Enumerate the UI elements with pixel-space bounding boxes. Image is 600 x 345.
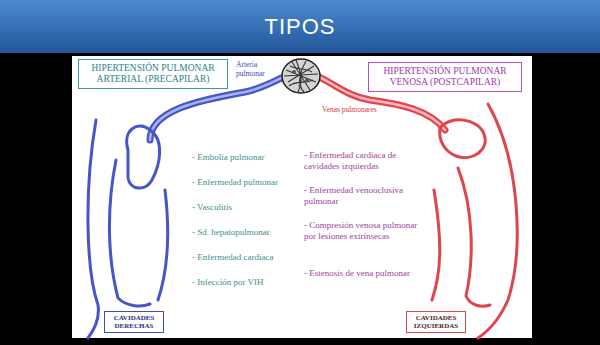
right-septum bbox=[158, 190, 168, 300]
cause-item: - Estenosis de vena pulmonar bbox=[304, 268, 422, 279]
cause-item: - Compresión venosa pulmonar por lesione… bbox=[304, 220, 422, 242]
label-text: - Vasculitis bbox=[192, 202, 232, 213]
cause-item: - Embolia pulmonar bbox=[192, 152, 264, 163]
title-band: TIPOS bbox=[0, 0, 600, 53]
label-text: - Enfermedad venooclusiva pulmonar bbox=[304, 185, 422, 207]
left-heart-inner-wall bbox=[458, 168, 490, 306]
type-box: HIPERTENSIÓN PULMONAR VENOSA (POSTCAPILA… bbox=[368, 62, 522, 92]
right-heart bbox=[88, 120, 168, 338]
label-text: - Enfermedad cardiaca de cavidades izqui… bbox=[304, 150, 422, 172]
label-text: - Enfermedad pulmonar bbox=[192, 177, 278, 188]
label-text: - Estenosis de vena pulmonar bbox=[304, 268, 422, 279]
label-text: - Enfermedad cardiaca bbox=[192, 252, 273, 263]
image-panel bbox=[72, 56, 532, 338]
capillary-dot bbox=[298, 84, 301, 87]
capillary-blob bbox=[282, 59, 320, 93]
cause-item: - Enfermedad cardiaca bbox=[192, 252, 273, 263]
type-box: HIPERTENSIÓN PULMONAR ARTERIAL (PRECAPIL… bbox=[78, 59, 228, 89]
right-outflow-tract bbox=[127, 126, 160, 188]
label-text: - Sd. hepatopulmonar bbox=[192, 227, 270, 238]
vessel-label: Arteria pulmonar bbox=[236, 60, 270, 78]
capillary-mesh bbox=[284, 60, 318, 92]
cause-item: - Infección por VIH bbox=[192, 277, 264, 288]
capillary-bed bbox=[282, 59, 320, 93]
box-text: HIPERTENSIÓN PULMONAR ARTERIAL (PRECAPIL… bbox=[83, 63, 223, 85]
chamber-box: CAVIDADES DERECHAS bbox=[104, 311, 164, 333]
vessel-label: Venas pulmonares bbox=[322, 105, 377, 114]
label-text: - Embolia pulmonar bbox=[192, 152, 264, 163]
capillary-dot bbox=[305, 78, 309, 82]
left-heart bbox=[432, 104, 517, 338]
left-atrium bbox=[440, 120, 485, 158]
label-text: Arteria pulmonar bbox=[236, 60, 270, 78]
box-text: CAVIDADES IZQUIERDAS bbox=[409, 314, 463, 330]
box-text: HIPERTENSIÓN PULMONAR VENOSA (POSTCAPILA… bbox=[373, 66, 517, 88]
label-text: Venas pulmonares bbox=[322, 105, 377, 114]
left-septum bbox=[432, 190, 440, 300]
capillary-dot bbox=[292, 70, 296, 74]
cause-item: - Enfermedad pulmonar bbox=[192, 177, 278, 188]
cause-item: - Enfermedad venooclusiva pulmonar bbox=[304, 185, 422, 207]
cause-item: - Sd. hepatopulmonar bbox=[192, 227, 270, 238]
chamber-box: CAVIDADES IZQUIERDAS bbox=[406, 311, 466, 333]
cause-item: - Vasculitis bbox=[192, 202, 232, 213]
box-text: CAVIDADES DERECHAS bbox=[107, 314, 161, 330]
label-text: - Infección por VIH bbox=[192, 277, 264, 288]
right-heart-outer-wall bbox=[88, 120, 98, 338]
slide-title: TIPOS bbox=[0, 0, 600, 53]
cause-item: - Enfermedad cardiaca de cavidades izqui… bbox=[304, 150, 422, 172]
label-text: - Compresión venosa pulmonar por lesione… bbox=[304, 220, 422, 242]
